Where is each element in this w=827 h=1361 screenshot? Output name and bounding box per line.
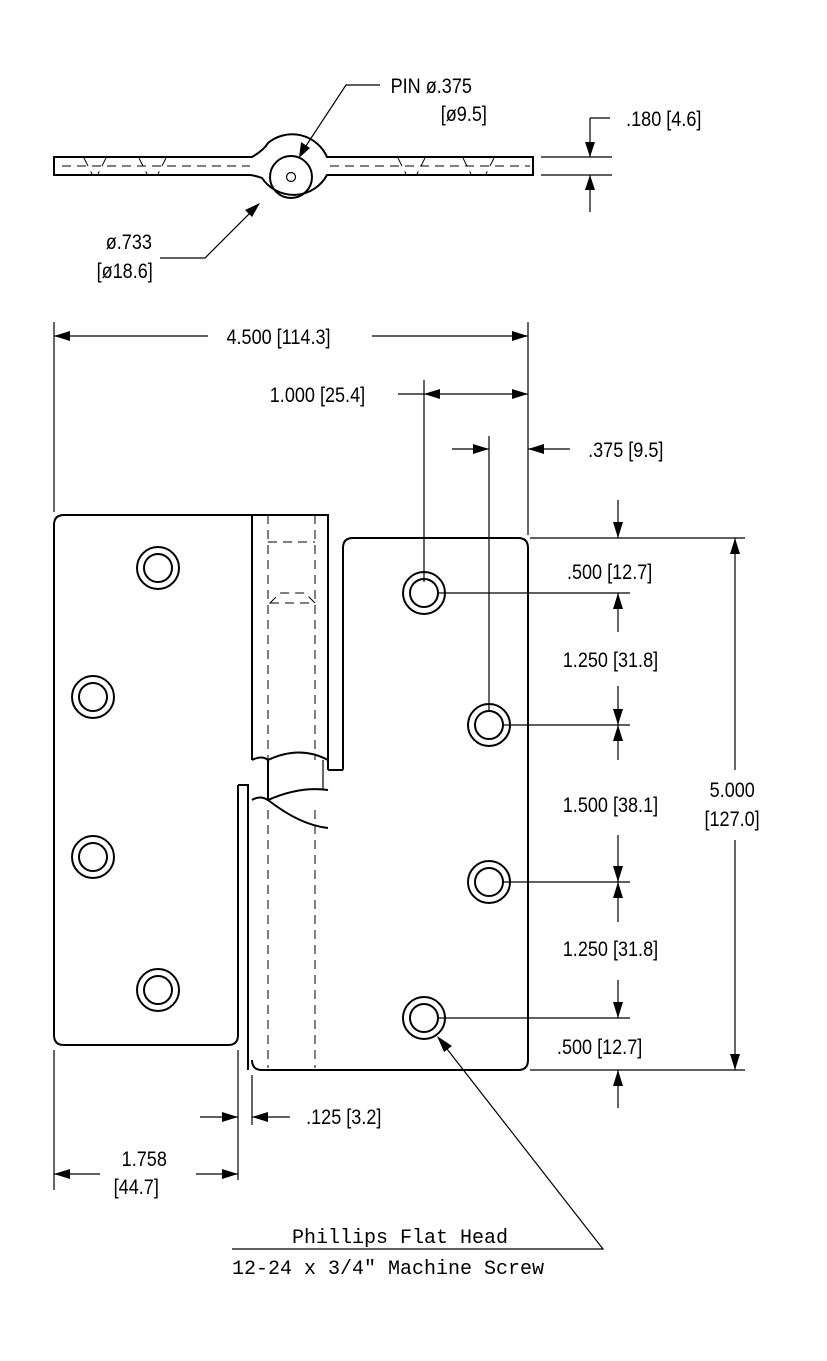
knuckle-label: ø.733 xyxy=(106,231,152,255)
overall-width-label: 4.500 [114.3] xyxy=(226,326,330,350)
thickness-label: .180 [4.6] xyxy=(626,108,701,132)
leaf-width-metric-label: [44.7] xyxy=(114,1176,159,1200)
leaf-mark-right: R xyxy=(1,0,14,5)
hinge-front-view xyxy=(53,514,529,1071)
screw-spec: 12-24 x 3/4" Machine Screw xyxy=(232,1258,544,1281)
leaf-width-label: 1.758 xyxy=(122,1148,167,1172)
spacing-2-label: 1.500 [38.1] xyxy=(563,794,658,818)
pin-label: PIN ø.375 xyxy=(391,75,472,99)
overall-height-metric-label: [127.0] xyxy=(704,808,759,832)
leaf-mark-left: R xyxy=(1,0,14,5)
overall-height-label: 5.000 xyxy=(710,779,755,803)
screw-title: Phillips Flat Head xyxy=(292,1227,508,1250)
hole-column-offset-label: 1.000 [25.4] xyxy=(270,384,365,408)
hinge-edge-view xyxy=(53,84,612,259)
inner-hole-offset-label: .375 [9.5] xyxy=(588,439,663,463)
gap-label: .125 [3.2] xyxy=(306,1106,381,1130)
dimension-lines xyxy=(53,322,745,1250)
bottom-offset-label: .500 [12.7] xyxy=(557,1036,642,1060)
knuckle-label-metric: [ø18.6] xyxy=(97,260,153,284)
top-offset-label: .500 [12.7] xyxy=(567,561,652,585)
spacing-1-label: 1.250 [31.8] xyxy=(563,649,658,673)
pin-label-metric: [ø9.5] xyxy=(441,103,487,127)
spacing-3-label: 1.250 [31.8] xyxy=(563,938,658,962)
